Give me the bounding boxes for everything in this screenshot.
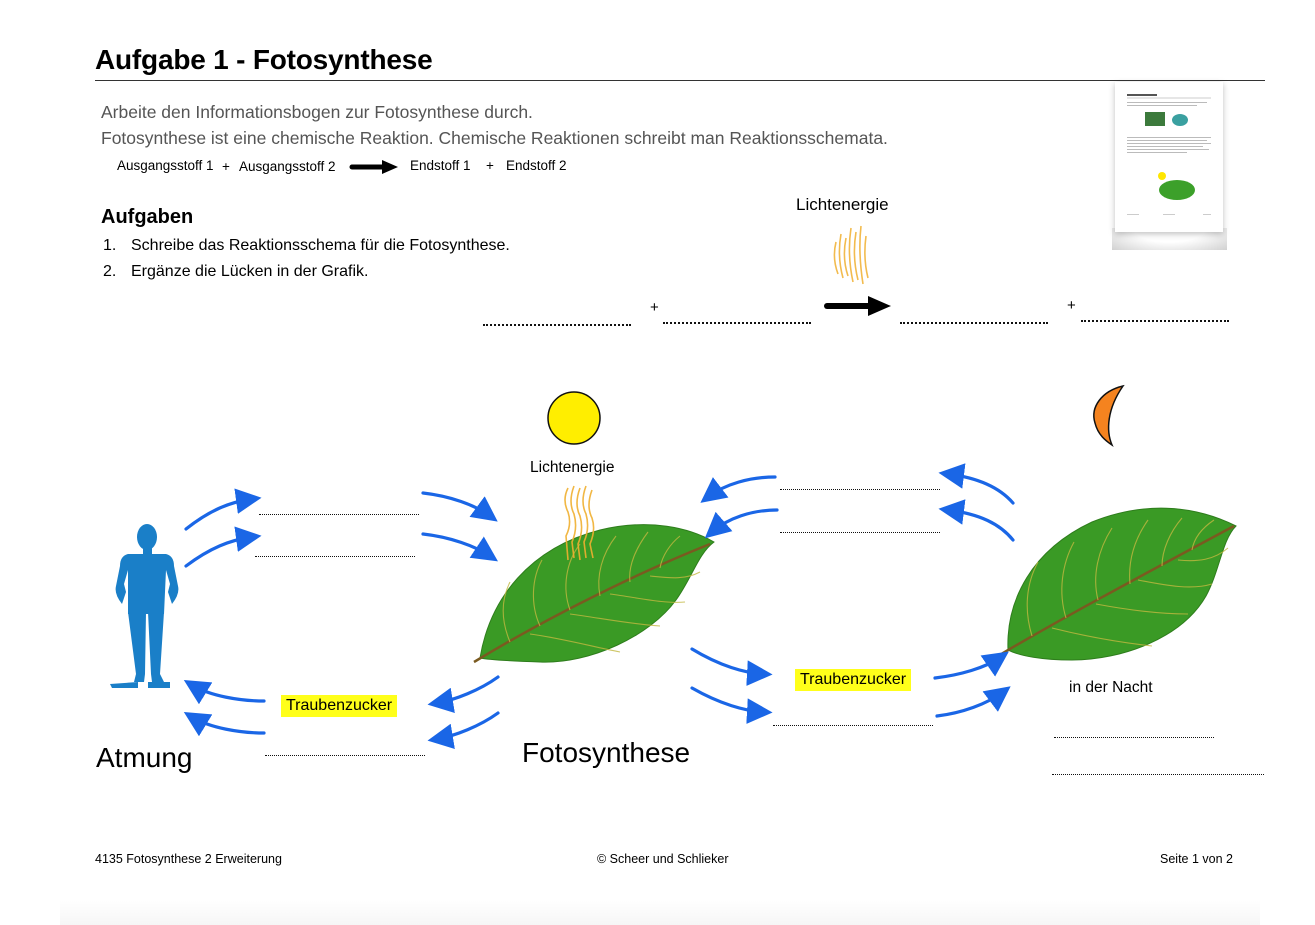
task-text: Schreibe das Reaktionsschema für die Fot… xyxy=(131,237,510,254)
blank-person-in[interactable] xyxy=(265,755,425,756)
arrow-leaf-out-2 xyxy=(427,711,500,749)
sugar-label-left: Traubenzucker xyxy=(281,695,398,717)
arrow-to-center-leaf-1 xyxy=(700,475,777,503)
sugar-label-right: Traubenzucker xyxy=(795,669,912,691)
arrow-center-out-2 xyxy=(690,686,773,724)
arrow-person-out-2 xyxy=(184,526,262,568)
sun-icon xyxy=(547,391,601,445)
arrow-person-out-1 xyxy=(184,488,262,531)
person-icon xyxy=(110,524,179,688)
task-item: 1. Schreibe das Reaktionsschema für die F… xyxy=(103,237,510,255)
answer-blank-product-1[interactable] xyxy=(900,322,1048,324)
thumbnail-shadow xyxy=(1112,228,1227,250)
light-rays-icon xyxy=(564,485,595,561)
task-item: 2. Ergänze die Lücken in der Grafik. xyxy=(103,263,368,281)
diagram-center-label: Fotosynthese xyxy=(522,737,691,768)
example-reactant-2: Ausgangsstoff 2 xyxy=(239,159,336,174)
title-divider xyxy=(95,80,1265,81)
moon-icon xyxy=(1093,384,1125,448)
task-text: Ergänze die Lücken in der Grafik. xyxy=(131,263,369,280)
answer-blank-reactant-2[interactable] xyxy=(663,322,811,324)
arrow-to-leaf-1 xyxy=(421,491,498,522)
blank-night-1[interactable] xyxy=(1054,737,1214,738)
answer-blank-product-2[interactable] xyxy=(1081,320,1229,322)
arrow-center-out-1 xyxy=(690,647,773,686)
diagram-left-label: Atmung xyxy=(96,742,193,773)
example-reactant-1: Ausgangsstoff 1 xyxy=(117,158,214,173)
blank-night-2[interactable] xyxy=(1052,774,1264,775)
document-thumbnail-icon[interactable] xyxy=(1115,82,1223,232)
footer-left: 4135 Fotosynthese 2 Erweiterung xyxy=(95,852,282,866)
arrow-to-leaf-2 xyxy=(421,532,498,562)
diagram-light-label: Lichtenergie xyxy=(530,459,615,476)
arrow-to-night-leaf-2 xyxy=(935,686,1011,718)
answer-blank-reactant-1[interactable] xyxy=(483,324,631,326)
answer-plus-1: + xyxy=(650,299,659,316)
diagram-night-label: in der Nacht xyxy=(1069,679,1153,696)
right-arrow-icon xyxy=(824,296,891,316)
intro-line-2: Fotosynthese ist eine chemische Reaktion… xyxy=(101,128,888,148)
arrow-from-night-leaf-1 xyxy=(938,463,1015,505)
example-plus-2: + xyxy=(486,158,494,173)
task-number: 1. xyxy=(103,237,117,254)
footer-page-number: Seite 1 von 2 xyxy=(1160,852,1233,866)
right-arrow-icon xyxy=(349,160,398,174)
blank-person-out-2[interactable] xyxy=(255,556,415,557)
leaf-icon xyxy=(997,507,1237,661)
blank-night-out-1[interactable] xyxy=(780,489,940,490)
arrow-from-night-leaf-2 xyxy=(938,499,1015,542)
example-product-2: Endstoff 2 xyxy=(506,158,567,173)
leaf-icon xyxy=(473,524,715,664)
blank-night-out-2[interactable] xyxy=(780,532,940,533)
thumbnail-content xyxy=(1127,94,1211,215)
arrow-to-person-1 xyxy=(183,679,266,705)
footer-center: © Scheer und Schlieker xyxy=(597,852,729,866)
page-title: Aufgabe 1 - Fotosynthese xyxy=(95,44,433,75)
page-shadow xyxy=(60,900,1260,925)
light-rays-icon xyxy=(833,225,869,285)
answer-energy-label: Lichtenergie xyxy=(796,195,889,214)
arrow-to-person-2 xyxy=(183,711,266,737)
intro-line-1: Arbeite den Informationsbogen zur Fotosy… xyxy=(101,102,533,122)
answer-plus-2: + xyxy=(1067,297,1076,314)
arrow-to-night-leaf-1 xyxy=(933,651,1009,680)
task-number: 2. xyxy=(103,263,117,280)
example-plus-1: + xyxy=(222,159,230,174)
arrow-to-center-leaf-2 xyxy=(704,508,779,539)
tasks-heading: Aufgaben xyxy=(101,206,194,228)
blank-person-out-1[interactable] xyxy=(259,514,419,515)
example-product-1: Endstoff 1 xyxy=(410,158,471,173)
arrow-leaf-out-1 xyxy=(427,675,500,713)
blank-night-in[interactable] xyxy=(773,725,933,726)
